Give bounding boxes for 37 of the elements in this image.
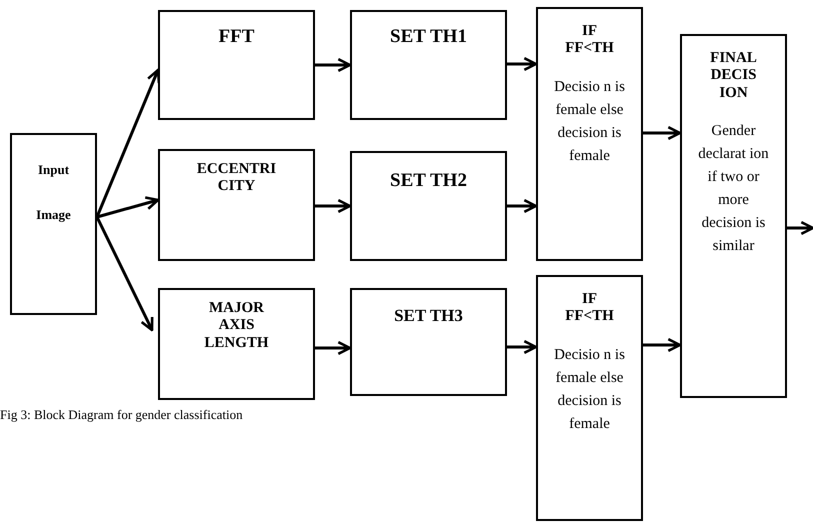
arrow [507,56,538,72]
arrow [787,220,813,236]
arrow [96,68,160,218]
process-box [536,7,643,261]
arrow [96,216,154,332]
process-box [158,10,315,120]
process-box [350,10,507,120]
process-box [350,151,507,261]
arrow [643,126,682,140]
box-title: SET TH1 [390,26,467,48]
arrow [643,338,682,352]
box-title: Image [36,208,71,223]
box-title: SET TH3 [394,306,463,326]
box-title: FINAL DECIS ION [709,50,758,102]
process-box [536,275,643,521]
process-box [10,133,97,315]
box-title: MAJOR AXIS LENGTH [203,300,270,352]
arrow [315,198,352,214]
box-text: Gender declarat ion if two or more decision is similar [697,122,770,256]
process-box [158,149,315,261]
box-text: Decisio n is female else decision is female [553,78,626,166]
process-box [680,34,787,398]
box-title: SET TH2 [390,170,467,192]
process-box [350,288,507,396]
caption: Fig 3: Block Diagram for gender classification [0,406,243,424]
box-title: ECCENTRI CITY [196,161,278,196]
box-title: Input [38,163,70,178]
arrow [315,58,352,72]
box-title: IF FF<TH [564,23,615,58]
arrow [96,196,160,218]
box-title: IF FF<TH [564,291,615,326]
arrow [315,340,352,356]
arrow [507,340,538,354]
process-box [158,288,315,400]
box-title: FFT [218,26,254,48]
arrow [507,198,538,214]
box-text: Decisio n is female else decision is female [553,346,626,434]
